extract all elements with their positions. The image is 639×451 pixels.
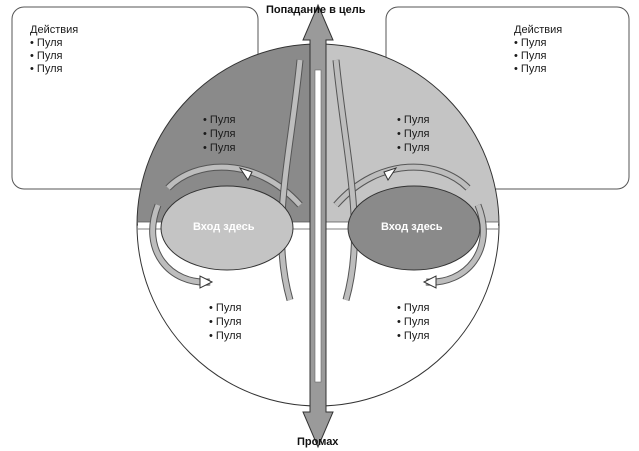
list-item: Пуля	[397, 301, 430, 315]
list-item: Пуля	[514, 50, 562, 63]
list-item: Пуля	[397, 329, 430, 343]
quadrant-bottom-left-list: Пуля Пуля Пуля	[209, 301, 242, 343]
axis-bottom-label: Промах	[297, 436, 339, 448]
list-item: Пуля	[397, 141, 430, 155]
right-actions-title: Действия	[514, 24, 563, 36]
left-entry-ellipse	[160, 185, 294, 271]
right-actions-text: Действия Пуля Пуля Пуля	[514, 24, 562, 76]
list-item: Пуля	[397, 113, 430, 127]
list-item: Пуля	[203, 127, 236, 141]
left-actions-title: Действия	[30, 24, 79, 36]
right-entry-label: Вход здесь	[381, 221, 443, 233]
list-item: Пуля	[30, 50, 78, 63]
quadrant-top-left-list: Пуля Пуля Пуля	[203, 113, 236, 155]
list-item: Пуля	[30, 37, 78, 50]
arrow-heads	[199, 167, 437, 289]
list-item: Пуля	[397, 127, 430, 141]
quadrant-bottom-right-list: Пуля Пуля Пуля	[397, 301, 430, 343]
list-item: Пуля	[397, 315, 430, 329]
flow-arrows	[149, 59, 487, 301]
list-item: Пуля	[30, 63, 78, 76]
left-actions-text: Действия Пуля Пуля Пуля	[30, 24, 78, 76]
list-item: Пуля	[514, 63, 562, 76]
vertical-axis-arrow	[302, 3, 334, 449]
list-item: Пуля	[209, 301, 242, 315]
right-entry-ellipse	[347, 185, 481, 271]
axis-top-label: Попадание в цель	[266, 4, 366, 16]
list-item: Пуля	[203, 141, 236, 155]
list-item: Пуля	[209, 315, 242, 329]
left-entry-label: Вход здесь	[193, 221, 255, 233]
quadrant-top-right-list: Пуля Пуля Пуля	[397, 113, 430, 155]
list-item: Пуля	[203, 113, 236, 127]
list-item: Пуля	[209, 329, 242, 343]
list-item: Пуля	[514, 37, 562, 50]
